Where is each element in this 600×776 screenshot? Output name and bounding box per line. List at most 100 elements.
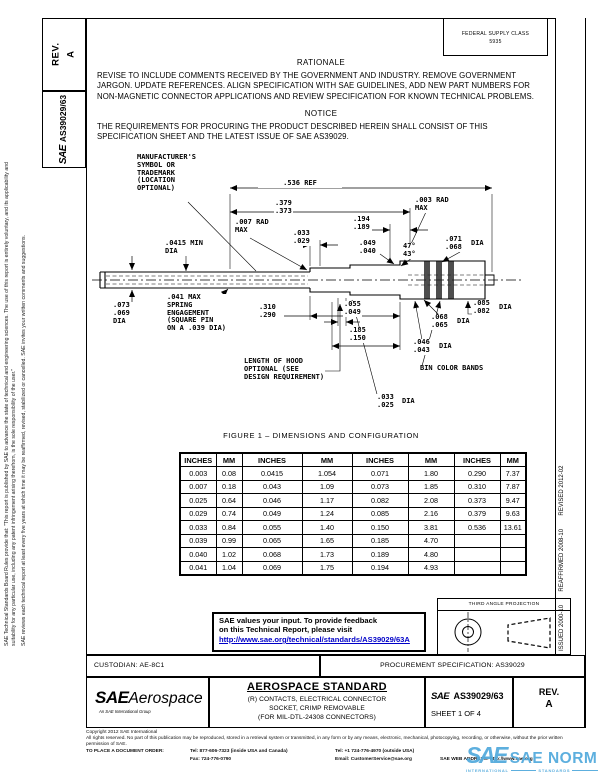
table-cell: 0.082 [351, 493, 409, 508]
dia-suffix-071: DIA [470, 239, 485, 248]
feedback-line2: on this Technical Report, please visit [219, 625, 353, 635]
table-cell: 0.003 [179, 466, 217, 481]
left-margin-review-note: SAE reviews each technical report at lea… [21, 234, 27, 646]
table-cell: 1.054 [301, 466, 353, 481]
dia-suffix-068: DIA [456, 317, 471, 326]
title-block-title-cell: AEROSPACE STANDARD (R) CONTACTS, ELECTRI… [209, 677, 425, 728]
rev-box-text: REV.A [50, 42, 77, 67]
rev-value: A [545, 699, 553, 710]
table-cell: 0.049 [241, 506, 303, 521]
table-cell: 1.24 [301, 506, 353, 521]
table-header: MM [499, 452, 527, 467]
table-cell: 0.290 [453, 466, 501, 481]
watermark-sub-international: INTERNATIONAL [466, 768, 509, 773]
sheet-number: SHEET 1 OF 4 [431, 709, 481, 718]
document-title: (R) CONTACTS, ELECTRICAL CONNECTOR SOCKE… [247, 696, 387, 722]
third-angle-projection-icon [454, 612, 551, 652]
dim-049-040: .049 .040 [358, 239, 377, 256]
table-cell: 0.068 [241, 547, 303, 562]
order-tel-inside: Tel: 877-606-7323 (inside USA and Canada… [190, 749, 288, 754]
order-tel-outside: Tel: +1 724-776-4970 (outside USA) [335, 749, 415, 754]
dim-046-043: .046 .043 [412, 338, 431, 355]
watermark-name: SAE NORM [509, 750, 598, 767]
dim-055-049: .055 .049 [343, 300, 362, 317]
title-block-logo-cell: SAEAerospace An SAE International Group [86, 677, 209, 728]
table-cell: 1.17 [301, 493, 353, 508]
feedback-line1: SAE values your input. To provide feedba… [219, 616, 378, 625]
table-cell: 0.185 [351, 533, 409, 548]
table-header: INCHES [179, 452, 217, 467]
table-cell: 0.379 [453, 506, 501, 521]
table-header: MM [215, 452, 243, 467]
table-cell [453, 547, 501, 562]
table-cell: 3.81 [407, 520, 455, 535]
table-cell: 0.029 [179, 506, 217, 521]
table-cell: 1.80 [407, 466, 455, 481]
table-cell: 0.043 [241, 479, 303, 494]
rev-label: REV. [538, 687, 560, 697]
rationale-body: REVISE TO INCLUDE COMMENTS RECEIVED BY T… [97, 71, 535, 101]
federal-supply-class-label: FEDERAL SUPPLY CLASS [461, 31, 530, 37]
dim-185-150: .185 .150 [348, 326, 367, 343]
watermark-rule-right [572, 770, 599, 771]
table-cell: 0.041 [179, 560, 217, 575]
table-cell: 9.63 [499, 506, 527, 521]
figure-1-drawing: MANUFACTURER'S SYMBOL OR TRADEMARK (LOCA… [88, 150, 555, 428]
table-cell: 0.040 [179, 547, 217, 562]
rights-text: All rights reserved. No part of this pub… [86, 736, 563, 747]
table-cell: 1.75 [301, 560, 353, 575]
dim-007-rad-max: .007 RAD MAX [234, 218, 270, 235]
table-cell: 2.16 [407, 506, 455, 521]
dim-073-069-dia: .073 .069 DIA [112, 301, 131, 326]
label-manufacturer-symbol: MANUFACTURER'S SYMBOL OR TRADEMARK (LOCA… [136, 153, 198, 194]
table-cell: 1.02 [215, 547, 243, 562]
label-spring-engagement: .041 MAX SPRING ENGAGEMENT (SQUARE PIN O… [166, 293, 228, 334]
table-cell: 2.08 [407, 493, 455, 508]
sae-logo-vertical: SAE [58, 145, 70, 165]
figure-caption: FIGURE 1 – DIMENSIONS AND CONFIGURATION [223, 431, 419, 440]
dia-suffix-033: DIA [401, 397, 416, 406]
table-cell: 13.61 [499, 520, 527, 535]
third-angle-projection-title: THIRD ANGLE PROJECTION [438, 599, 570, 611]
table-header: MM [301, 452, 353, 467]
federal-supply-class-number: 5935 [489, 38, 502, 45]
dim-071-068: .071 .068 [444, 235, 463, 252]
table-cell [499, 560, 527, 575]
table-cell: 0.039 [179, 533, 217, 548]
federal-supply-class-box: FEDERAL SUPPLY CLASS 5935 [443, 18, 548, 56]
standard-type-title: AEROSPACE STANDARD [246, 681, 388, 693]
table-cell: 0.64 [215, 493, 243, 508]
table-cell: 1.09 [301, 479, 353, 494]
table-cell: 9.47 [499, 493, 527, 508]
left-margin-disclaimer: SAE Technical Standards Board Rules prov… [4, 162, 17, 646]
table-cell: 0.046 [241, 493, 303, 508]
title-block-number-cell: SAE AS39029/63 SHEET 1 OF 4 [425, 677, 513, 728]
table-header: INCHES [351, 452, 409, 467]
table-cell [453, 533, 501, 548]
feedback-link[interactable]: http://www.sae.org/technical/standards/A… [219, 634, 410, 644]
table-cell: 7.87 [499, 479, 527, 494]
label-length-of-hood: LENGTH OF HOOD OPTIONAL (SEE DESIGN REQU… [243, 357, 326, 382]
notice-heading: NOTICE [304, 109, 338, 118]
table-cell: 0.310 [453, 479, 501, 494]
dim-003-rad-max: .003 RAD MAX [414, 196, 450, 213]
table-cell: 0.150 [351, 520, 409, 535]
table-cell: 0.065 [241, 533, 303, 548]
doc-number-vertical: AS39029/63 [58, 94, 69, 143]
table-cell: 0.071 [351, 466, 409, 481]
table-cell: 4.93 [407, 560, 455, 575]
table-cell: 1.40 [301, 520, 353, 535]
dim-310-290: .310 .290 [258, 303, 277, 320]
table-cell: 0.536 [453, 520, 501, 535]
table-header: INCHES [453, 452, 501, 467]
table-cell: 0.0415 [241, 466, 303, 481]
table-cell [499, 547, 527, 562]
sae-aerospace-logo-subtitle: An SAE International Group [99, 709, 151, 714]
table-cell: 4.80 [407, 547, 455, 562]
